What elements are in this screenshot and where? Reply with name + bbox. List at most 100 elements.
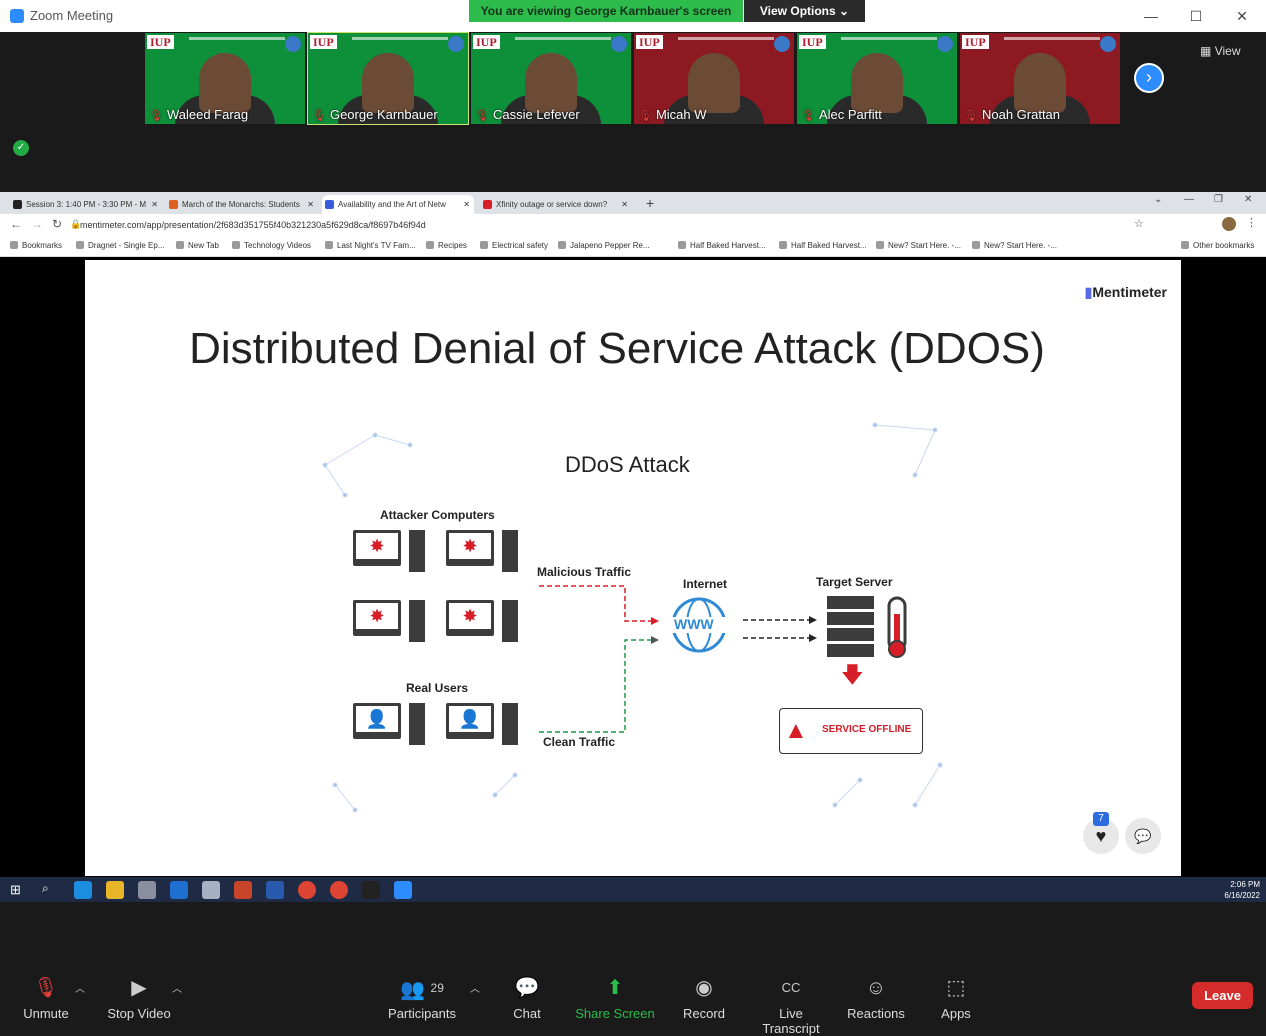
tab-close-icon[interactable]: ✕: [463, 200, 470, 209]
zoom-taskbar-icon[interactable]: [394, 881, 412, 899]
app-icon[interactable]: [202, 881, 220, 899]
next-page-button[interactable]: ›: [1134, 63, 1164, 93]
app-icon[interactable]: [138, 881, 156, 899]
browser-tab[interactable]: Session 3: 1:40 PM - 3:30 PM - M✕: [10, 195, 162, 214]
globe-logo-icon: [448, 36, 464, 52]
browser-tab[interactable]: Xfinity outage or service down?✕: [480, 195, 632, 214]
bookmark-item[interactable]: New? Start Here. -...: [972, 240, 1057, 252]
search-icon[interactable]: ⌕: [42, 881, 49, 895]
minimize-icon[interactable]: —: [1144, 8, 1158, 24]
windows-start-icon[interactable]: ⊞: [10, 882, 21, 897]
bookmark-item[interactable]: Jalapeno Pepper Re...: [558, 240, 650, 252]
bookmark-star-icon[interactable]: ☆: [1134, 218, 1144, 230]
bug-icon: ✸: [449, 533, 491, 559]
kebab-menu-icon[interactable]: ⋮: [1246, 217, 1257, 229]
globe-icon: [671, 597, 727, 653]
participant-name: 🎙Noah Grattan: [964, 107, 1061, 122]
powerpoint-icon[interactable]: [234, 881, 252, 899]
participant-video: [1014, 53, 1066, 113]
browser-minimize-icon[interactable]: —: [1184, 194, 1194, 205]
iup-logo: IUP: [147, 35, 174, 49]
video-options-caret-icon[interactable]: ︿: [172, 984, 182, 995]
qa-button[interactable]: 💬: [1125, 818, 1161, 854]
muted-mic-icon: 🎙: [638, 110, 652, 122]
chat-bubbles-icon: 💬: [1134, 828, 1152, 844]
tab-close-icon[interactable]: ✕: [621, 200, 628, 209]
browser-restore-icon[interactable]: ❐: [1214, 194, 1223, 205]
participant-tile[interactable]: IUP🎙George Karnbauer: [307, 32, 469, 125]
share-screen-button[interactable]: ⬆Share Screen: [575, 977, 655, 1021]
participant-tile[interactable]: IUP🎙Alec Parfitt: [797, 33, 957, 124]
terminal-icon[interactable]: [362, 881, 380, 899]
participant-tile[interactable]: IUP🎙Waleed Farag: [145, 33, 305, 124]
zoom-logo-icon: [10, 9, 24, 23]
participant-tile[interactable]: IUP🎙Micah W: [634, 33, 794, 124]
view-options-label: View Options: [759, 4, 836, 18]
bookmark-item[interactable]: New Tab: [176, 240, 219, 252]
stop-video-button[interactable]: ▶Stop Video: [99, 976, 179, 1021]
bookmark-icon: [325, 241, 333, 249]
bookmark-item[interactable]: Technology Videos: [232, 240, 311, 252]
participant-tile[interactable]: IUP🎙Cassie Lefever: [471, 33, 631, 124]
close-icon[interactable]: ✕: [1236, 8, 1248, 24]
chrome-icon[interactable]: [330, 881, 348, 899]
back-icon[interactable]: ←: [10, 217, 22, 231]
bookmark-item[interactable]: Dragnet - Single Ep...: [76, 240, 164, 252]
lock-icon[interactable]: 🔒: [70, 219, 82, 229]
avatar[interactable]: [1222, 217, 1236, 231]
view-options-button[interactable]: View Options ⌄: [744, 0, 865, 22]
new-tab-icon[interactable]: +: [646, 195, 655, 211]
participants-caret-icon[interactable]: ︿: [470, 984, 480, 995]
globe-logo-icon: [774, 36, 790, 52]
bookmark-icon: [972, 241, 980, 249]
bookmark-item[interactable]: Half Baked Harvest...: [779, 240, 867, 252]
participant-tile[interactable]: IUP 🎙Noah Grattan: [960, 33, 1120, 124]
bookmark-item[interactable]: Bookmarks: [10, 240, 62, 252]
chrome-icon[interactable]: [298, 881, 316, 899]
record-button[interactable]: ◉Record: [664, 976, 744, 1021]
forward-icon[interactable]: →: [31, 217, 43, 231]
bookmark-item[interactable]: Recipes: [426, 240, 467, 252]
tab-close-icon[interactable]: ✕: [151, 200, 158, 209]
bookmark-item[interactable]: Other bookmarks: [1181, 240, 1254, 252]
browser-tab[interactable]: Availability and the Art of Netw✕: [322, 195, 474, 214]
unmute-button[interactable]: 🎙Unmute: [6, 976, 86, 1021]
iup-logo: IUP: [799, 35, 826, 49]
outlook-icon[interactable]: [170, 881, 188, 899]
apps-button[interactable]: ⬚Apps: [916, 976, 996, 1021]
bookmark-item[interactable]: Half Baked Harvest...: [678, 240, 766, 252]
bookmark-item[interactable]: Electrical safety: [480, 240, 548, 252]
chevron-down-icon: ⌄: [839, 4, 850, 18]
maximize-icon[interactable]: ☐: [1189, 8, 1203, 24]
view-button[interactable]: ▦ View: [1200, 40, 1258, 62]
bookmark-item[interactable]: Last Night's TV Fam...: [325, 240, 416, 252]
leave-button[interactable]: Leave: [1192, 982, 1253, 1009]
chat-button[interactable]: 💬Chat: [487, 976, 567, 1021]
tab-close-icon[interactable]: ✕: [307, 200, 314, 209]
file-explorer-icon[interactable]: [106, 881, 124, 899]
user-icon: 👤: [449, 706, 491, 732]
url-field[interactable]: mentimeter.com/app/presentation/2f683d35…: [80, 220, 426, 230]
bookmark-icon: [1181, 241, 1189, 249]
edge-icon[interactable]: [74, 881, 92, 899]
bookmark-icon: [10, 241, 18, 249]
muted-mic-icon: 🎙: [964, 110, 978, 122]
browser-tab[interactable]: March of the Monarchs: Students✕: [166, 195, 318, 214]
bookmark-item[interactable]: New? Start Here. -...: [876, 240, 961, 252]
clean-traffic-label: Clean Traffic: [543, 735, 616, 749]
iup-logo: IUP: [962, 35, 989, 49]
tab-search-icon[interactable]: ⌄: [1154, 194, 1163, 205]
reactions-button[interactable]: ☺Reactions: [836, 976, 916, 1021]
shield-icon[interactable]: ✓: [13, 140, 29, 156]
browser-close-icon[interactable]: ✕: [1244, 194, 1253, 205]
audio-options-caret-icon[interactable]: ︿: [75, 984, 85, 995]
user-computer: 👤: [353, 703, 427, 747]
reload-icon[interactable]: ↻: [52, 217, 63, 231]
word-icon[interactable]: [266, 881, 284, 899]
globe-logo-icon: [1100, 36, 1116, 52]
participants-icon: 👥: [400, 979, 425, 1001]
